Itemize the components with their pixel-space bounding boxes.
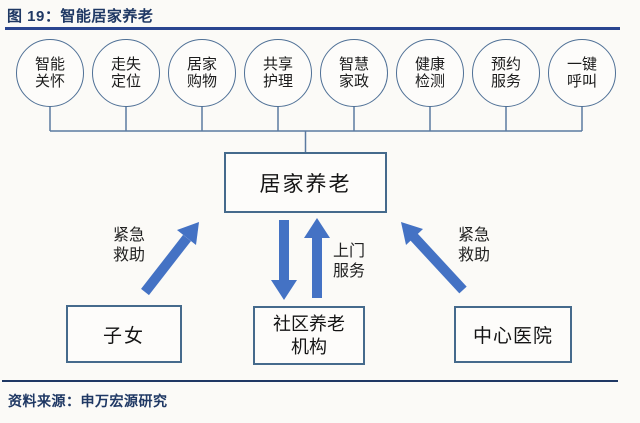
arrow-home-care-to-community [271,220,297,300]
emergency-aid-label-right: 紧急 救助 [448,226,500,266]
service-node-smart-housekeeping: 智慧 家政 [320,39,388,107]
edge-label-line2: 服务 [332,263,365,280]
service-label-line1: 智能 [34,56,65,73]
service-node-lost-tracking: 走失 定位 [92,39,160,107]
title-underline [5,27,620,30]
service-label-line1: 智慧 [338,56,369,73]
service-label-line2: 定位 [110,73,141,90]
children-label: 子女 [102,325,145,347]
service-node-smart-care: 智能 关怀 [16,39,84,107]
service-label-line2: 检测 [414,73,445,90]
footer-divider [2,380,618,382]
service-label-line2: 护理 [262,73,293,90]
service-label-line2: 家政 [338,73,369,90]
home-care-node: 居家养老 [224,152,387,213]
service-node-shared-nursing: 共享 护理 [244,39,312,107]
service-label-line1: 一键 [566,56,597,73]
service-node-home-shopping: 居家 购物 [168,39,236,107]
service-label-line2: 关怀 [34,73,65,90]
service-label-line1: 居家 [186,56,217,73]
community-label-line1: 社区养老 [273,313,345,334]
service-connector-tree [49,106,583,152]
home-visit-service-label: 上门 服务 [327,242,371,282]
service-label-line1: 健康 [414,56,445,73]
edge-label-line2: 救助 [112,247,145,264]
data-source-text: 资料来源：申万宏源研究 [8,393,168,409]
edge-label-line2: 救助 [457,247,490,264]
service-node-appointment: 预约 服务 [472,39,540,107]
edge-label-line1: 上门 [332,243,365,260]
emergency-aid-label-left: 紧急 救助 [103,226,155,266]
hospital-node: 中心医院 [454,306,572,363]
service-node-health-monitoring: 健康 检测 [396,39,464,107]
edge-label-line1: 紧急 [457,227,490,244]
children-node: 子女 [66,305,182,363]
service-label-line2: 呼叫 [566,73,597,90]
hospital-label: 中心医院 [472,326,553,347]
community-label-line2: 机构 [291,336,327,357]
service-label-line1: 预约 [490,56,521,73]
community-care-node: 社区养老 机构 [253,306,365,365]
home-care-label: 居家养老 [259,172,352,196]
edge-label-line1: 紧急 [112,227,145,244]
service-label-line2: 购物 [186,73,217,90]
service-node-one-key-call: 一键 呼叫 [548,39,616,107]
service-label-line1: 走失 [110,56,141,73]
service-label-line1: 共享 [262,56,293,73]
figure-title: 图 19：智能居家养老 [7,8,154,25]
service-label-line2: 服务 [490,73,521,90]
